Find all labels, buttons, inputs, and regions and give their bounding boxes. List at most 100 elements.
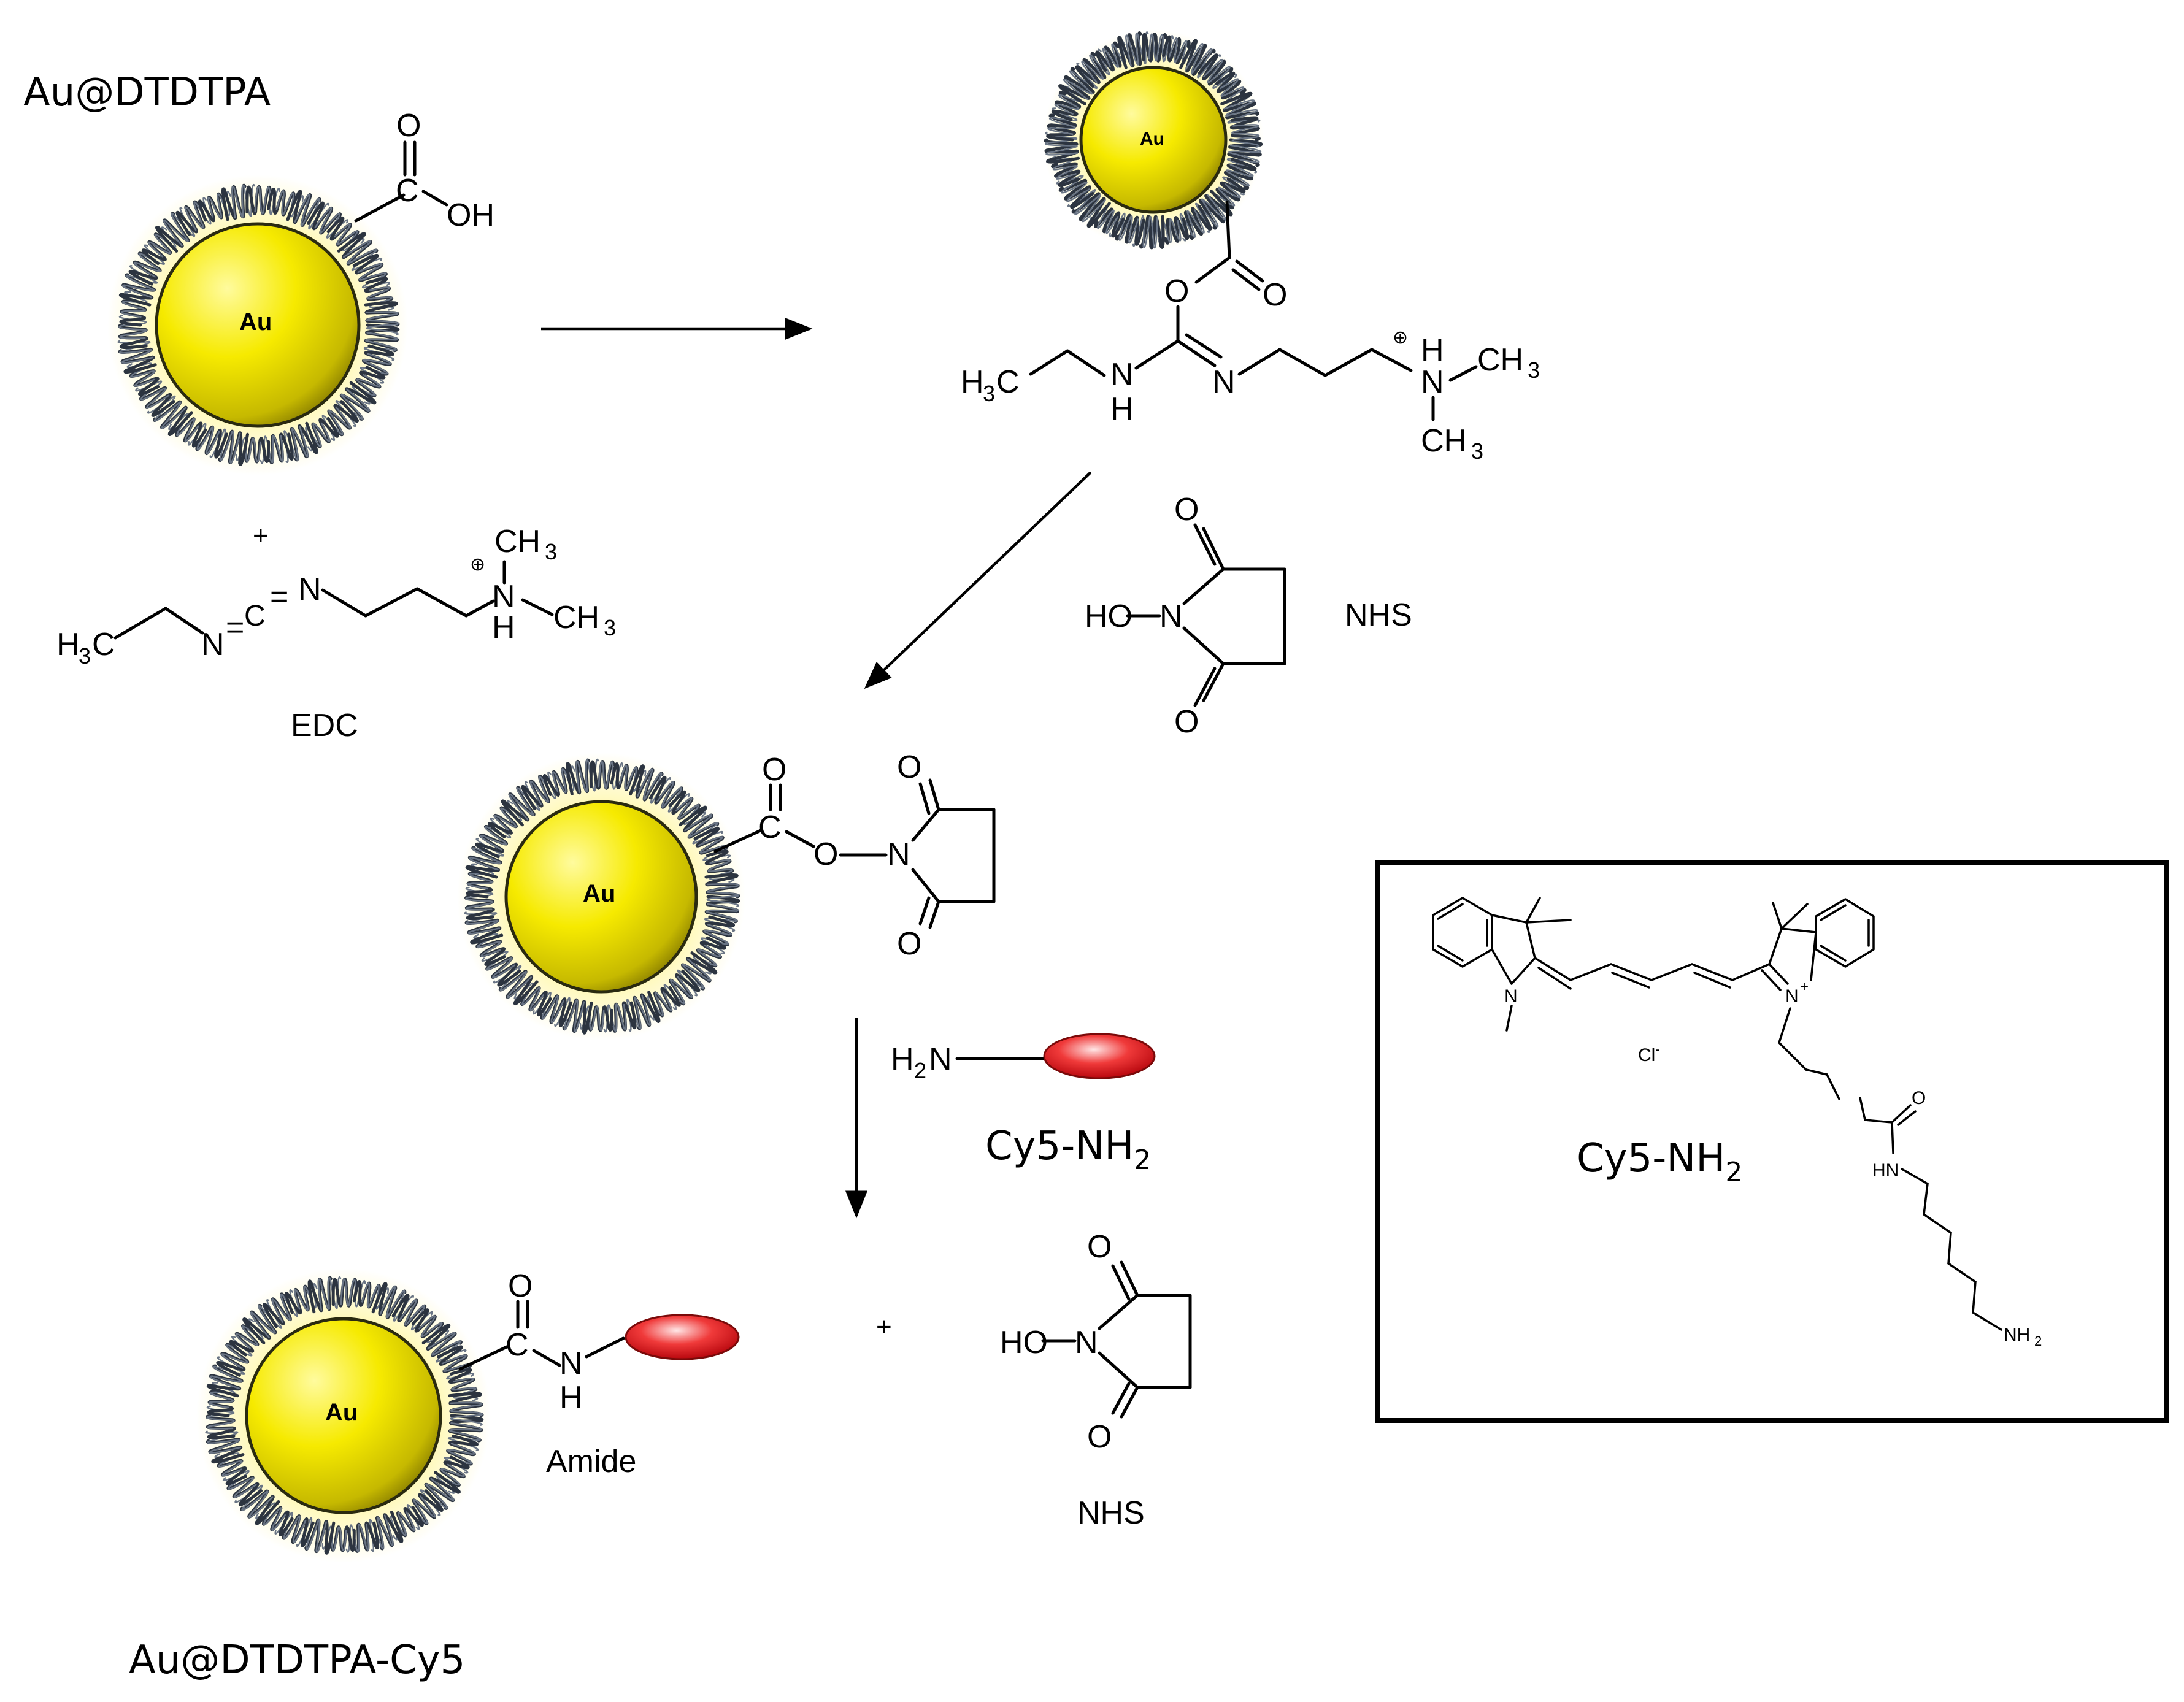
ligand-strand-highlight xyxy=(1185,43,1221,79)
svg-text:H: H xyxy=(1110,391,1134,427)
ligand-strand-highlight xyxy=(1047,107,1078,136)
svg-text:3: 3 xyxy=(1528,358,1540,383)
ligand-strand-highlight xyxy=(1132,215,1158,248)
svg-text:C: C xyxy=(92,627,115,662)
cy5-reagent-structure: H 2 N xyxy=(891,1033,1156,1083)
au-label: Au xyxy=(1140,129,1164,149)
ligand-strand-highlight xyxy=(1226,144,1261,174)
svg-text:O: O xyxy=(1912,1088,1926,1108)
gold-core xyxy=(245,1317,442,1514)
ligand-strand-highlight xyxy=(1067,189,1106,223)
svg-text:N: N xyxy=(492,579,515,615)
ligand-strand-highlight xyxy=(1056,175,1090,202)
svg-text:C: C xyxy=(996,364,1020,400)
nhs-byproduct-structure: HO N O O xyxy=(1000,1229,1192,1455)
ligand-strand-highlight xyxy=(1063,62,1098,101)
gold-core xyxy=(504,800,698,994)
start-material-label: Au@DTDTPA xyxy=(23,70,271,115)
svg-text:O: O xyxy=(897,749,921,785)
amide-structure: C O N H xyxy=(458,1268,740,1416)
carboxyl-group-1: C O OH xyxy=(354,108,494,233)
nanoparticle-1: Au xyxy=(107,175,408,475)
ligand-strand xyxy=(1162,35,1191,64)
svg-text:O: O xyxy=(508,1268,533,1304)
svg-text:O: O xyxy=(396,108,421,144)
nanoparticle-3: Au xyxy=(457,753,745,1041)
svg-text:O: O xyxy=(1087,1419,1112,1455)
svg-text:C: C xyxy=(244,600,266,632)
svg-text:N: N xyxy=(887,837,910,872)
svg-text:N: N xyxy=(1212,364,1236,400)
svg-text:O: O xyxy=(762,752,786,788)
svg-text:CH: CH xyxy=(1421,423,1467,459)
ligand-strand-highlight xyxy=(1223,99,1261,124)
cy5-dye-ellipse xyxy=(625,1314,740,1360)
ligand-strand xyxy=(1164,216,1190,245)
ligand-strand-highlight xyxy=(450,1401,483,1426)
ligand-strand-highlight xyxy=(1203,58,1237,89)
ligand-strand-highlight xyxy=(1179,209,1205,242)
svg-text:O: O xyxy=(1174,704,1199,740)
au-label: Au xyxy=(325,1399,358,1426)
arrow-step-2 xyxy=(864,471,1092,689)
svg-text:⊕: ⊕ xyxy=(470,554,485,575)
au-label: Au xyxy=(583,880,615,907)
svg-text:2: 2 xyxy=(914,1058,926,1083)
gold-core xyxy=(155,222,361,428)
svg-text:N: N xyxy=(1504,986,1518,1006)
svg-text:H: H xyxy=(492,610,515,645)
ligand-strand-highlight xyxy=(1222,164,1254,196)
svg-text:O: O xyxy=(1263,277,1287,313)
amide-label: Amide xyxy=(546,1444,636,1479)
ligand-strand-highlight xyxy=(366,311,399,336)
ligand-shell xyxy=(1044,31,1263,250)
ligand-strand xyxy=(1095,41,1122,72)
nanoparticle-2: Au xyxy=(1043,29,1264,250)
svg-text:H: H xyxy=(1421,332,1444,368)
svg-text:3: 3 xyxy=(983,381,995,406)
o-acylisourea-structure: O O N N H H 3 C ⊕ H N CH 3 CH 3 xyxy=(961,201,1540,464)
svg-text:HO: HO xyxy=(1085,599,1132,634)
svg-text:CH: CH xyxy=(553,600,599,635)
cy5-structure-box: N N + xyxy=(1375,860,2169,1423)
ligand-strand-highlight xyxy=(1109,212,1139,244)
svg-text:3: 3 xyxy=(545,539,557,564)
ligand-strand-highlight xyxy=(1231,124,1260,148)
ligand-shell xyxy=(205,1276,484,1555)
ligand-strand xyxy=(1093,207,1125,238)
cy5-box-label: Cy5-NH2 xyxy=(1577,1136,1742,1188)
cy5-skeleton: N N + xyxy=(1432,897,2042,1349)
plus-sign-2: + xyxy=(876,1312,892,1342)
ligand-strand xyxy=(1051,162,1081,187)
svg-text:N: N xyxy=(559,1346,583,1381)
svg-text:=: = xyxy=(226,610,244,645)
svg-text:3: 3 xyxy=(1471,439,1483,464)
svg-text:HO: HO xyxy=(1000,1325,1048,1360)
ligand-strand-highlight xyxy=(1195,194,1227,234)
svg-text:+: + xyxy=(1800,978,1809,995)
ligand-strand-highlight xyxy=(1125,31,1149,67)
edc-label: EDC xyxy=(291,708,358,743)
svg-text:H: H xyxy=(891,1041,914,1077)
svg-text:N: N xyxy=(1421,364,1444,400)
nhs-reagent-structure: HO N O O xyxy=(1085,492,1286,740)
ligand-strand-highlight xyxy=(1081,48,1110,83)
svg-text:O: O xyxy=(813,837,838,872)
svg-text:CH: CH xyxy=(1477,342,1523,378)
svg-text:N: N xyxy=(1075,1325,1098,1360)
ligand-shell xyxy=(464,758,740,1035)
svg-text:H: H xyxy=(56,627,80,662)
svg-text:OH: OH xyxy=(447,197,494,233)
final-product-label: Au@DTDTPA-Cy5 xyxy=(129,1638,465,1683)
svg-text:3: 3 xyxy=(79,643,91,669)
nhs-byproduct-label: NHS xyxy=(1077,1495,1145,1531)
svg-text:⊕: ⊕ xyxy=(1393,328,1408,348)
svg-text:O: O xyxy=(897,926,921,962)
au-label: Au xyxy=(239,309,272,335)
svg-text:=: = xyxy=(270,579,288,615)
ligand-strand-highlight xyxy=(1045,131,1079,156)
cy5-reagent-label: Cy5-NH2 xyxy=(985,1124,1151,1176)
svg-text:H: H xyxy=(559,1380,583,1416)
svg-text:O: O xyxy=(1087,1229,1112,1265)
